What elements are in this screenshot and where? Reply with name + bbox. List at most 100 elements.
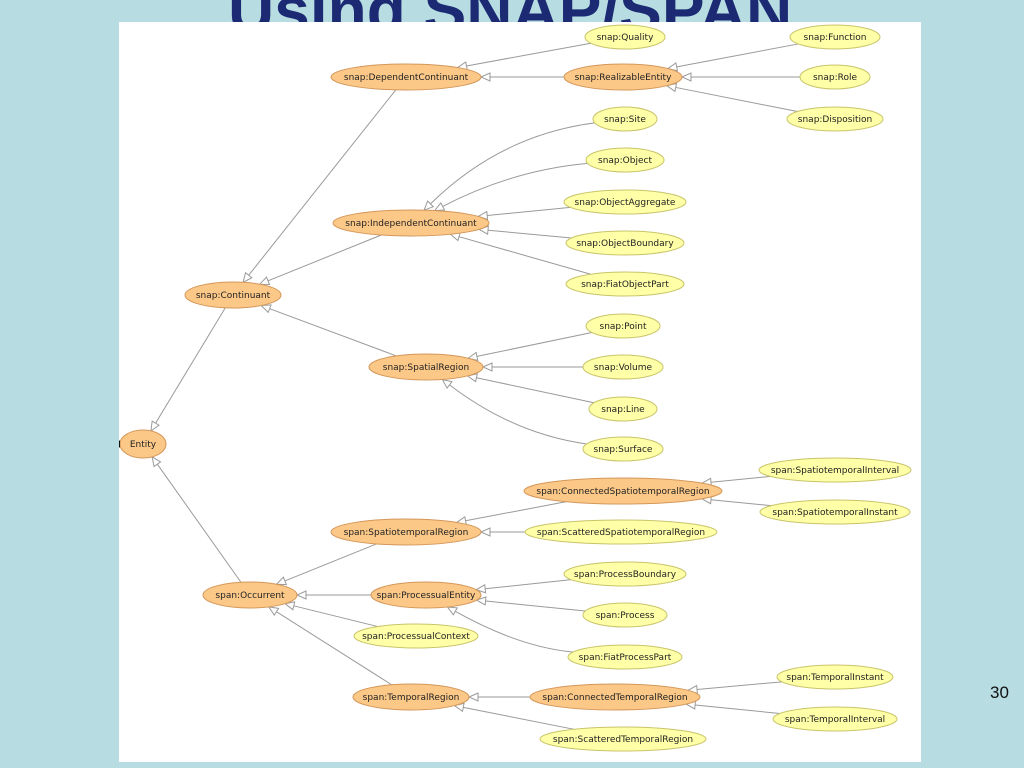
node-entity[interactable]: Entity bbox=[119, 429, 167, 459]
node-spatialregion[interactable]: snap:SpatialRegion bbox=[368, 353, 484, 381]
node-shape[interactable] bbox=[563, 63, 683, 91]
node-shape[interactable] bbox=[582, 602, 668, 628]
node-stregion[interactable]: span:SpatiotemporalRegion bbox=[330, 518, 482, 546]
edge-line bbox=[710, 475, 771, 483]
node-stinstant[interactable]: span:SpatiotemporalInstant bbox=[759, 499, 911, 525]
edges-layer bbox=[150, 42, 800, 730]
node-label: snap:Surface bbox=[594, 445, 653, 455]
node-shape[interactable] bbox=[330, 63, 482, 91]
nodes-layer: Entity snap:Continuant span:Occurrent snap:… bbox=[119, 24, 912, 752]
node-stinterval[interactable]: span:SpatiotemporalInterval bbox=[758, 457, 912, 483]
edge-dependent-to-continuant bbox=[242, 89, 397, 284]
node-fiatprocesspart[interactable]: span:FiatProcessPart bbox=[567, 644, 683, 670]
node-point[interactable]: snap:Point bbox=[585, 313, 661, 339]
node-shape[interactable] bbox=[582, 354, 664, 380]
node-role[interactable]: snap:Role bbox=[799, 64, 871, 90]
node-shape[interactable] bbox=[585, 313, 661, 339]
edge-line bbox=[476, 331, 592, 357]
node-connectedtemporal[interactable]: span:ConnectedTemporalRegion bbox=[529, 683, 701, 711]
edge-line-to-spatialregion bbox=[466, 373, 595, 404]
edge-arrowhead bbox=[295, 590, 307, 600]
node-shape[interactable] bbox=[368, 353, 484, 381]
edge-connectedst-to-stregion bbox=[455, 501, 567, 526]
node-shape[interactable] bbox=[585, 147, 665, 173]
edge-line bbox=[449, 384, 587, 445]
node-shape[interactable] bbox=[529, 683, 701, 711]
node-occurrent[interactable]: span:Occurrent bbox=[202, 581, 298, 609]
edge-temporalinstant-to-connectedtemporal bbox=[686, 681, 782, 695]
node-shape[interactable] bbox=[584, 24, 666, 50]
node-shape[interactable] bbox=[563, 561, 687, 587]
node-shape[interactable] bbox=[758, 457, 912, 483]
node-realizable[interactable]: snap:RealizableEntity bbox=[563, 63, 683, 91]
node-shape[interactable] bbox=[563, 189, 687, 215]
node-scatteredst[interactable]: span:ScatteredSpatiotemporalRegion bbox=[524, 519, 718, 545]
node-processual[interactable]: span:ProcessualEntity bbox=[370, 581, 482, 609]
node-temporalregion[interactable]: span:TemporalRegion bbox=[352, 683, 470, 711]
node-label: snap:DependentContinuant bbox=[344, 73, 469, 83]
node-temporalinterval[interactable]: span:TemporalInterval bbox=[772, 706, 898, 732]
node-shape[interactable] bbox=[565, 230, 685, 256]
node-shape[interactable] bbox=[539, 726, 707, 752]
node-connectedst[interactable]: span:ConnectedSpatiotemporalRegion bbox=[523, 477, 723, 505]
edge-arrowhead bbox=[242, 271, 253, 284]
edge-stregion-to-occurrent bbox=[275, 543, 377, 586]
node-shape[interactable] bbox=[330, 518, 482, 546]
node-continuant[interactable]: snap:Continuant bbox=[184, 281, 282, 309]
edge-processboundary-to-processual bbox=[474, 579, 572, 594]
node-label: snap:Role bbox=[813, 73, 858, 83]
node-fiatobjectpart[interactable]: snap:FiatObjectPart bbox=[565, 271, 685, 297]
node-shape[interactable] bbox=[567, 644, 683, 670]
node-temporalinstant[interactable]: span:TemporalInstant bbox=[776, 664, 894, 690]
expand-arrow-icon[interactable] bbox=[119, 440, 120, 448]
node-shape[interactable] bbox=[184, 281, 282, 309]
node-shape[interactable] bbox=[759, 499, 911, 525]
node-shape[interactable] bbox=[799, 64, 871, 90]
node-shape[interactable] bbox=[332, 209, 490, 237]
node-process[interactable]: span:Process bbox=[582, 602, 668, 628]
node-quality[interactable]: snap:Quality bbox=[584, 24, 666, 50]
edge-stinterval-to-connectedst bbox=[700, 475, 771, 487]
node-shape[interactable] bbox=[789, 24, 881, 50]
node-objectboundary[interactable]: snap:ObjectBoundary bbox=[565, 230, 685, 256]
edge-line bbox=[455, 610, 574, 653]
node-dependent[interactable]: snap:DependentContinuant bbox=[330, 63, 482, 91]
node-scatteredtemporal[interactable]: span:ScatteredTemporalRegion bbox=[539, 726, 707, 752]
node-line[interactable]: snap:Line bbox=[588, 396, 658, 422]
node-shape[interactable] bbox=[592, 106, 658, 132]
node-shape[interactable] bbox=[776, 664, 894, 690]
node-shape[interactable] bbox=[370, 581, 482, 609]
node-shape[interactable] bbox=[588, 396, 658, 422]
node-surface[interactable]: snap:Surface bbox=[582, 436, 664, 462]
page-number: 30 bbox=[990, 683, 1009, 702]
node-shape[interactable] bbox=[772, 706, 898, 732]
node-function[interactable]: snap:Function bbox=[789, 24, 881, 50]
node-shape[interactable] bbox=[523, 477, 723, 505]
node-label: snap:Disposition bbox=[798, 115, 872, 125]
node-objectaggregate[interactable]: snap:ObjectAggregate bbox=[563, 189, 687, 215]
edge-arrowhead bbox=[150, 420, 160, 432]
edge-site-to-independent bbox=[423, 122, 595, 212]
node-shape[interactable] bbox=[786, 106, 884, 132]
node-object[interactable]: snap:Object bbox=[585, 147, 665, 173]
node-disposition[interactable]: snap:Disposition bbox=[786, 106, 884, 132]
node-shape[interactable] bbox=[565, 271, 685, 297]
node-label: snap:FiatObjectPart bbox=[581, 280, 669, 290]
edge-scatteredtemporal-to-temporalregion bbox=[453, 702, 575, 730]
node-shape[interactable] bbox=[524, 519, 718, 545]
node-shape[interactable] bbox=[353, 623, 479, 649]
node-shape[interactable] bbox=[582, 436, 664, 462]
node-label: snap:Continuant bbox=[196, 291, 271, 301]
node-volume[interactable]: snap:Volume bbox=[582, 354, 664, 380]
node-shape[interactable] bbox=[202, 581, 298, 609]
node-independent[interactable]: snap:IndependentContinuant bbox=[332, 209, 490, 237]
edge-disposition-to-realizable bbox=[665, 82, 798, 113]
node-shape[interactable] bbox=[352, 683, 470, 711]
node-label: span:ConnectedSpatiotemporalRegion bbox=[536, 487, 709, 497]
node-processboundary[interactable]: span:ProcessBoundary bbox=[563, 561, 687, 587]
ontology-graph: Entity snap:Continuant span:Occurrent snap:… bbox=[119, 24, 912, 752]
node-processualcontext[interactable]: span:ProcessualContext bbox=[353, 623, 479, 649]
edge-arrowhead bbox=[475, 596, 487, 606]
node-site[interactable]: snap:Site bbox=[592, 106, 658, 132]
edge-fiatprocesspart-to-processual bbox=[446, 606, 574, 653]
